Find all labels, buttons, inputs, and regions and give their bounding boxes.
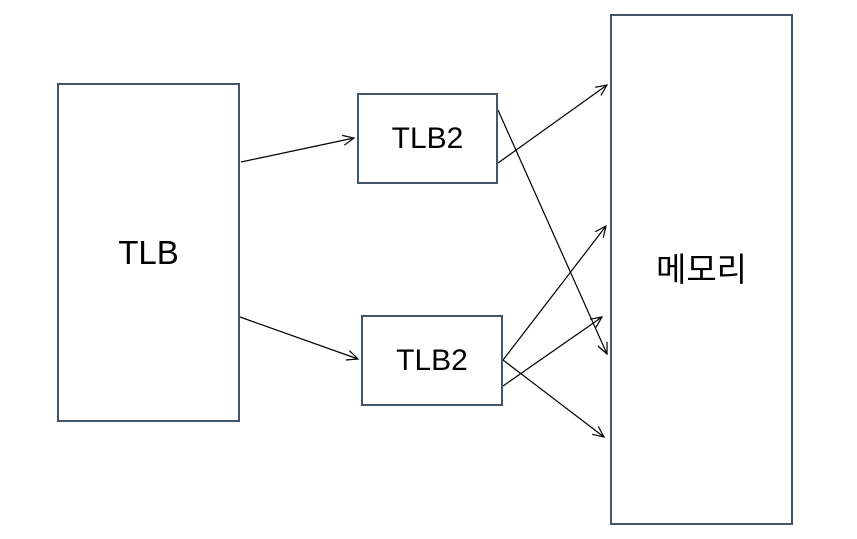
connector-tlb2-top-to-memory-3	[497, 84, 609, 164]
connector-tlb2-bottom-to-memory-5	[502, 359, 606, 438]
connector-tlb2-bottom-to-memory-4	[502, 224, 607, 361]
connector-tlb2-top-to-memory-2	[497, 109, 608, 356]
node-tlb2-top: TLB2	[357, 93, 498, 184]
connector-tlb2-bottom-to-memory-6	[502, 316, 604, 387]
node-label-tlb: TLB	[118, 234, 179, 271]
node-memory: 메모리	[610, 14, 793, 525]
connector-tlb-to-tlb2-top-0	[240, 134, 356, 163]
node-label-tlb2-top: TLB2	[391, 121, 464, 155]
node-tlb2-bottom: TLB2	[361, 315, 503, 406]
connector-tlb-to-tlb2-bottom-1	[239, 316, 360, 361]
node-tlb: TLB	[57, 83, 240, 422]
node-label-memory: 메모리	[655, 251, 748, 288]
node-label-tlb2-bottom: TLB2	[396, 343, 468, 377]
